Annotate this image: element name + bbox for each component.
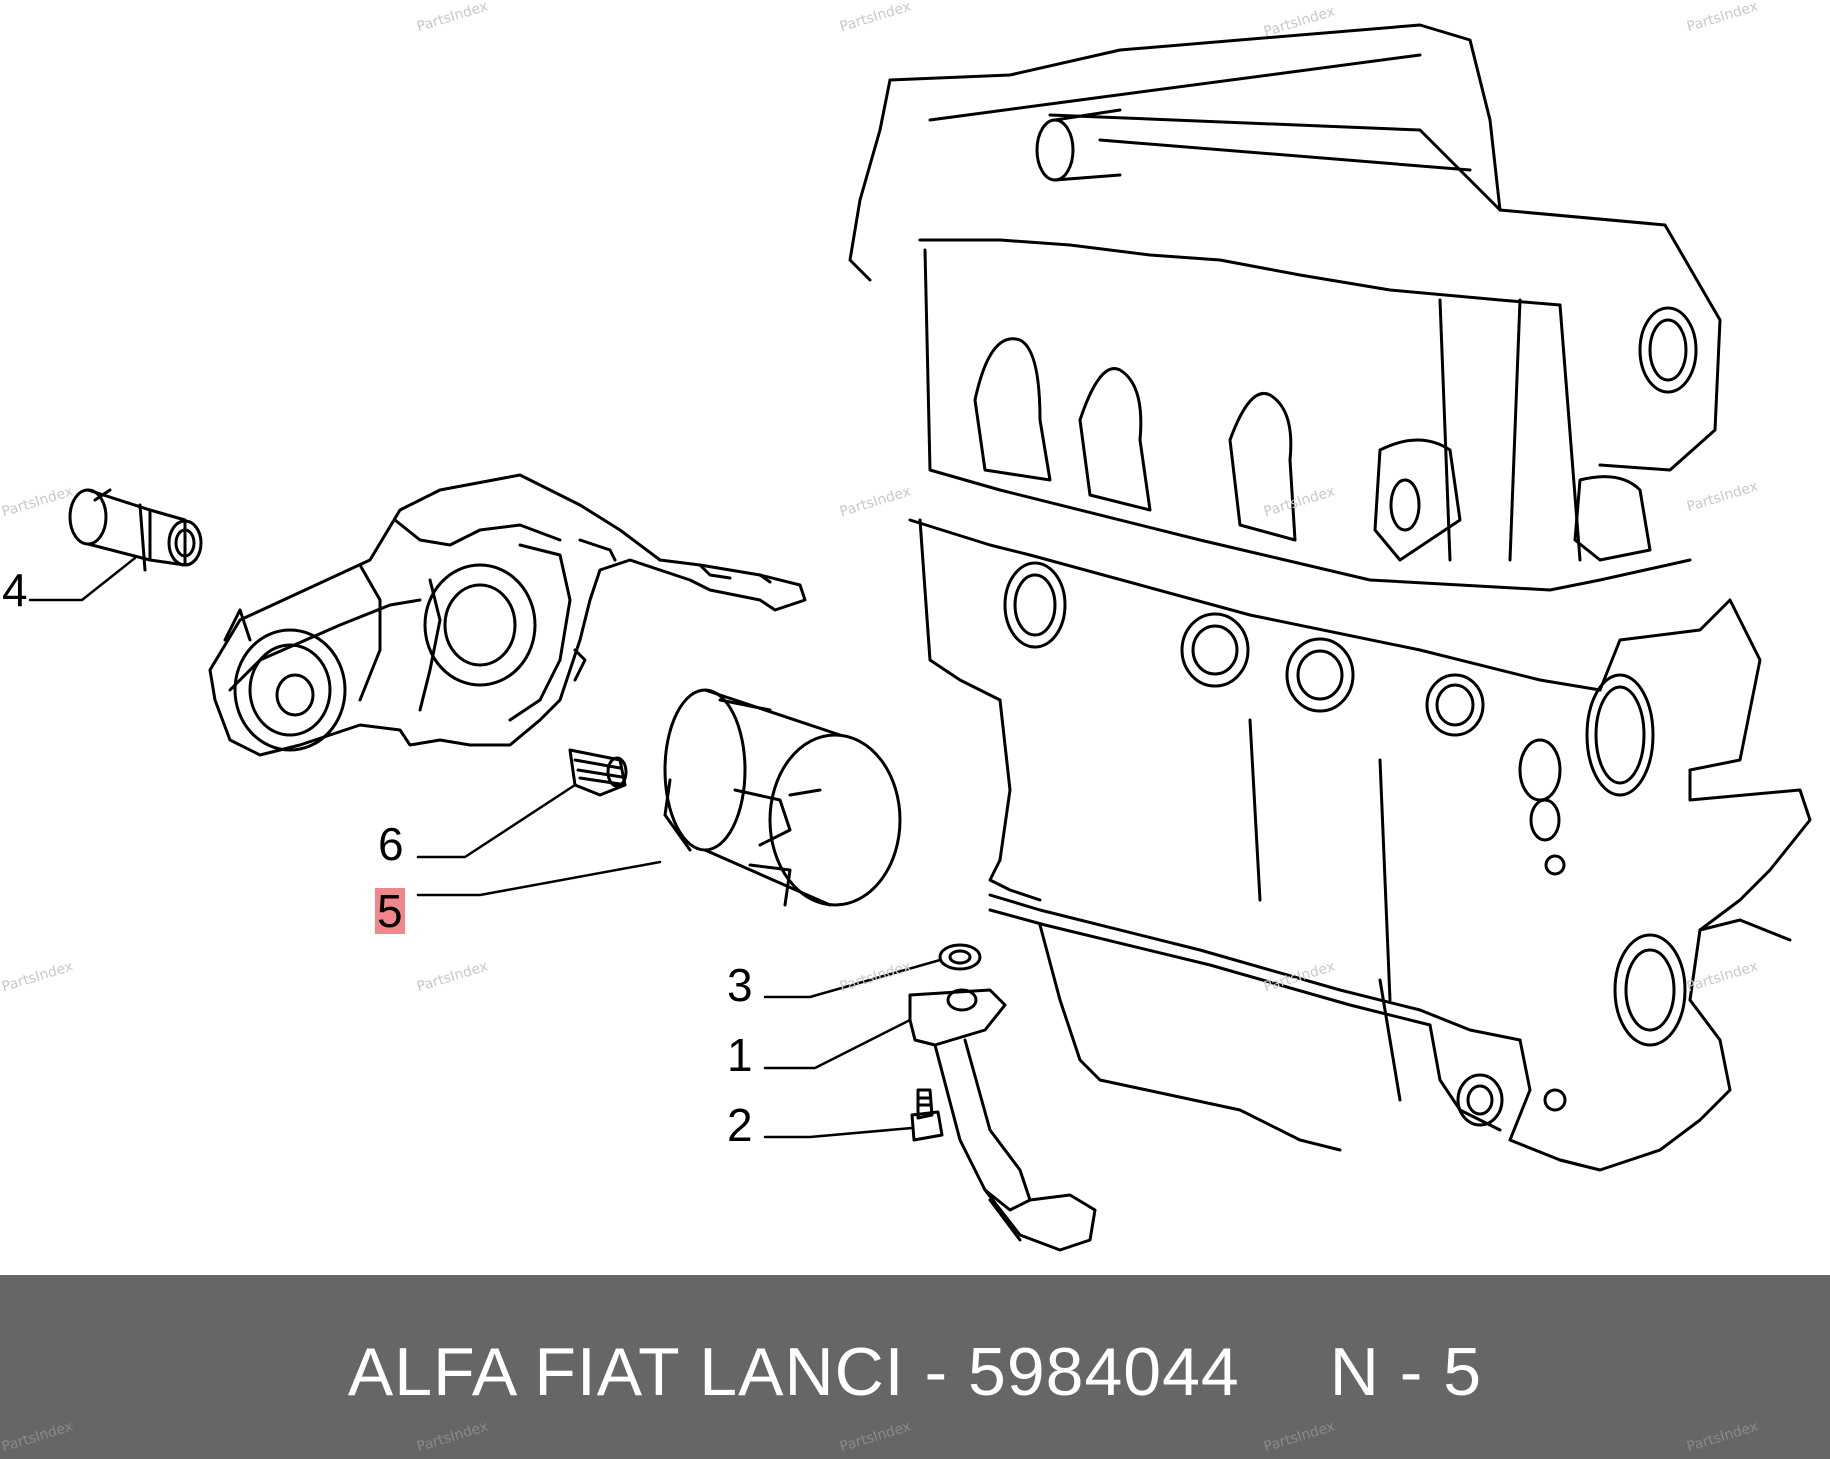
callout-2: 2 <box>727 1099 753 1151</box>
bolt-drawing <box>910 1088 944 1142</box>
diagram-ref-text: N - 5 <box>1329 1334 1483 1410</box>
oil-pump-cover-drawing <box>208 473 807 757</box>
washer-drawing <box>938 943 982 971</box>
watermark: PartsIndex <box>838 1418 913 1456</box>
pressure-switch-drawing <box>68 488 203 572</box>
dipstick-pickup-drawing <box>908 988 1097 1252</box>
exploded-parts-diagram <box>28 23 1812 1252</box>
oil-filter-drawing <box>663 688 902 907</box>
part-number-text: ALFA FIAT LANCI - 5984044 <box>347 1334 1240 1410</box>
footer-caption: ALFA FIAT LANCI - 5984044 N - 5 <box>0 1333 1830 1411</box>
watermark: PartsIndex <box>415 1418 490 1456</box>
footer-bar: ALFA FIAT LANCI - 5984044 N - 5 PartsInde… <box>0 1275 1830 1459</box>
callout-6: 6 <box>378 818 404 870</box>
engine-block-drawing <box>848 23 1812 1172</box>
plug-drawing <box>568 748 628 797</box>
callout-1: 1 <box>727 1029 753 1081</box>
callout-5-highlighted: 5 <box>375 885 405 937</box>
callout-4: 4 <box>2 564 28 616</box>
leader-lines <box>28 556 942 1139</box>
watermark: PartsIndex <box>0 1418 75 1456</box>
watermark: PartsIndex <box>1685 1418 1760 1456</box>
watermark: PartsIndex <box>1262 1418 1337 1456</box>
callout-3: 3 <box>727 959 753 1011</box>
